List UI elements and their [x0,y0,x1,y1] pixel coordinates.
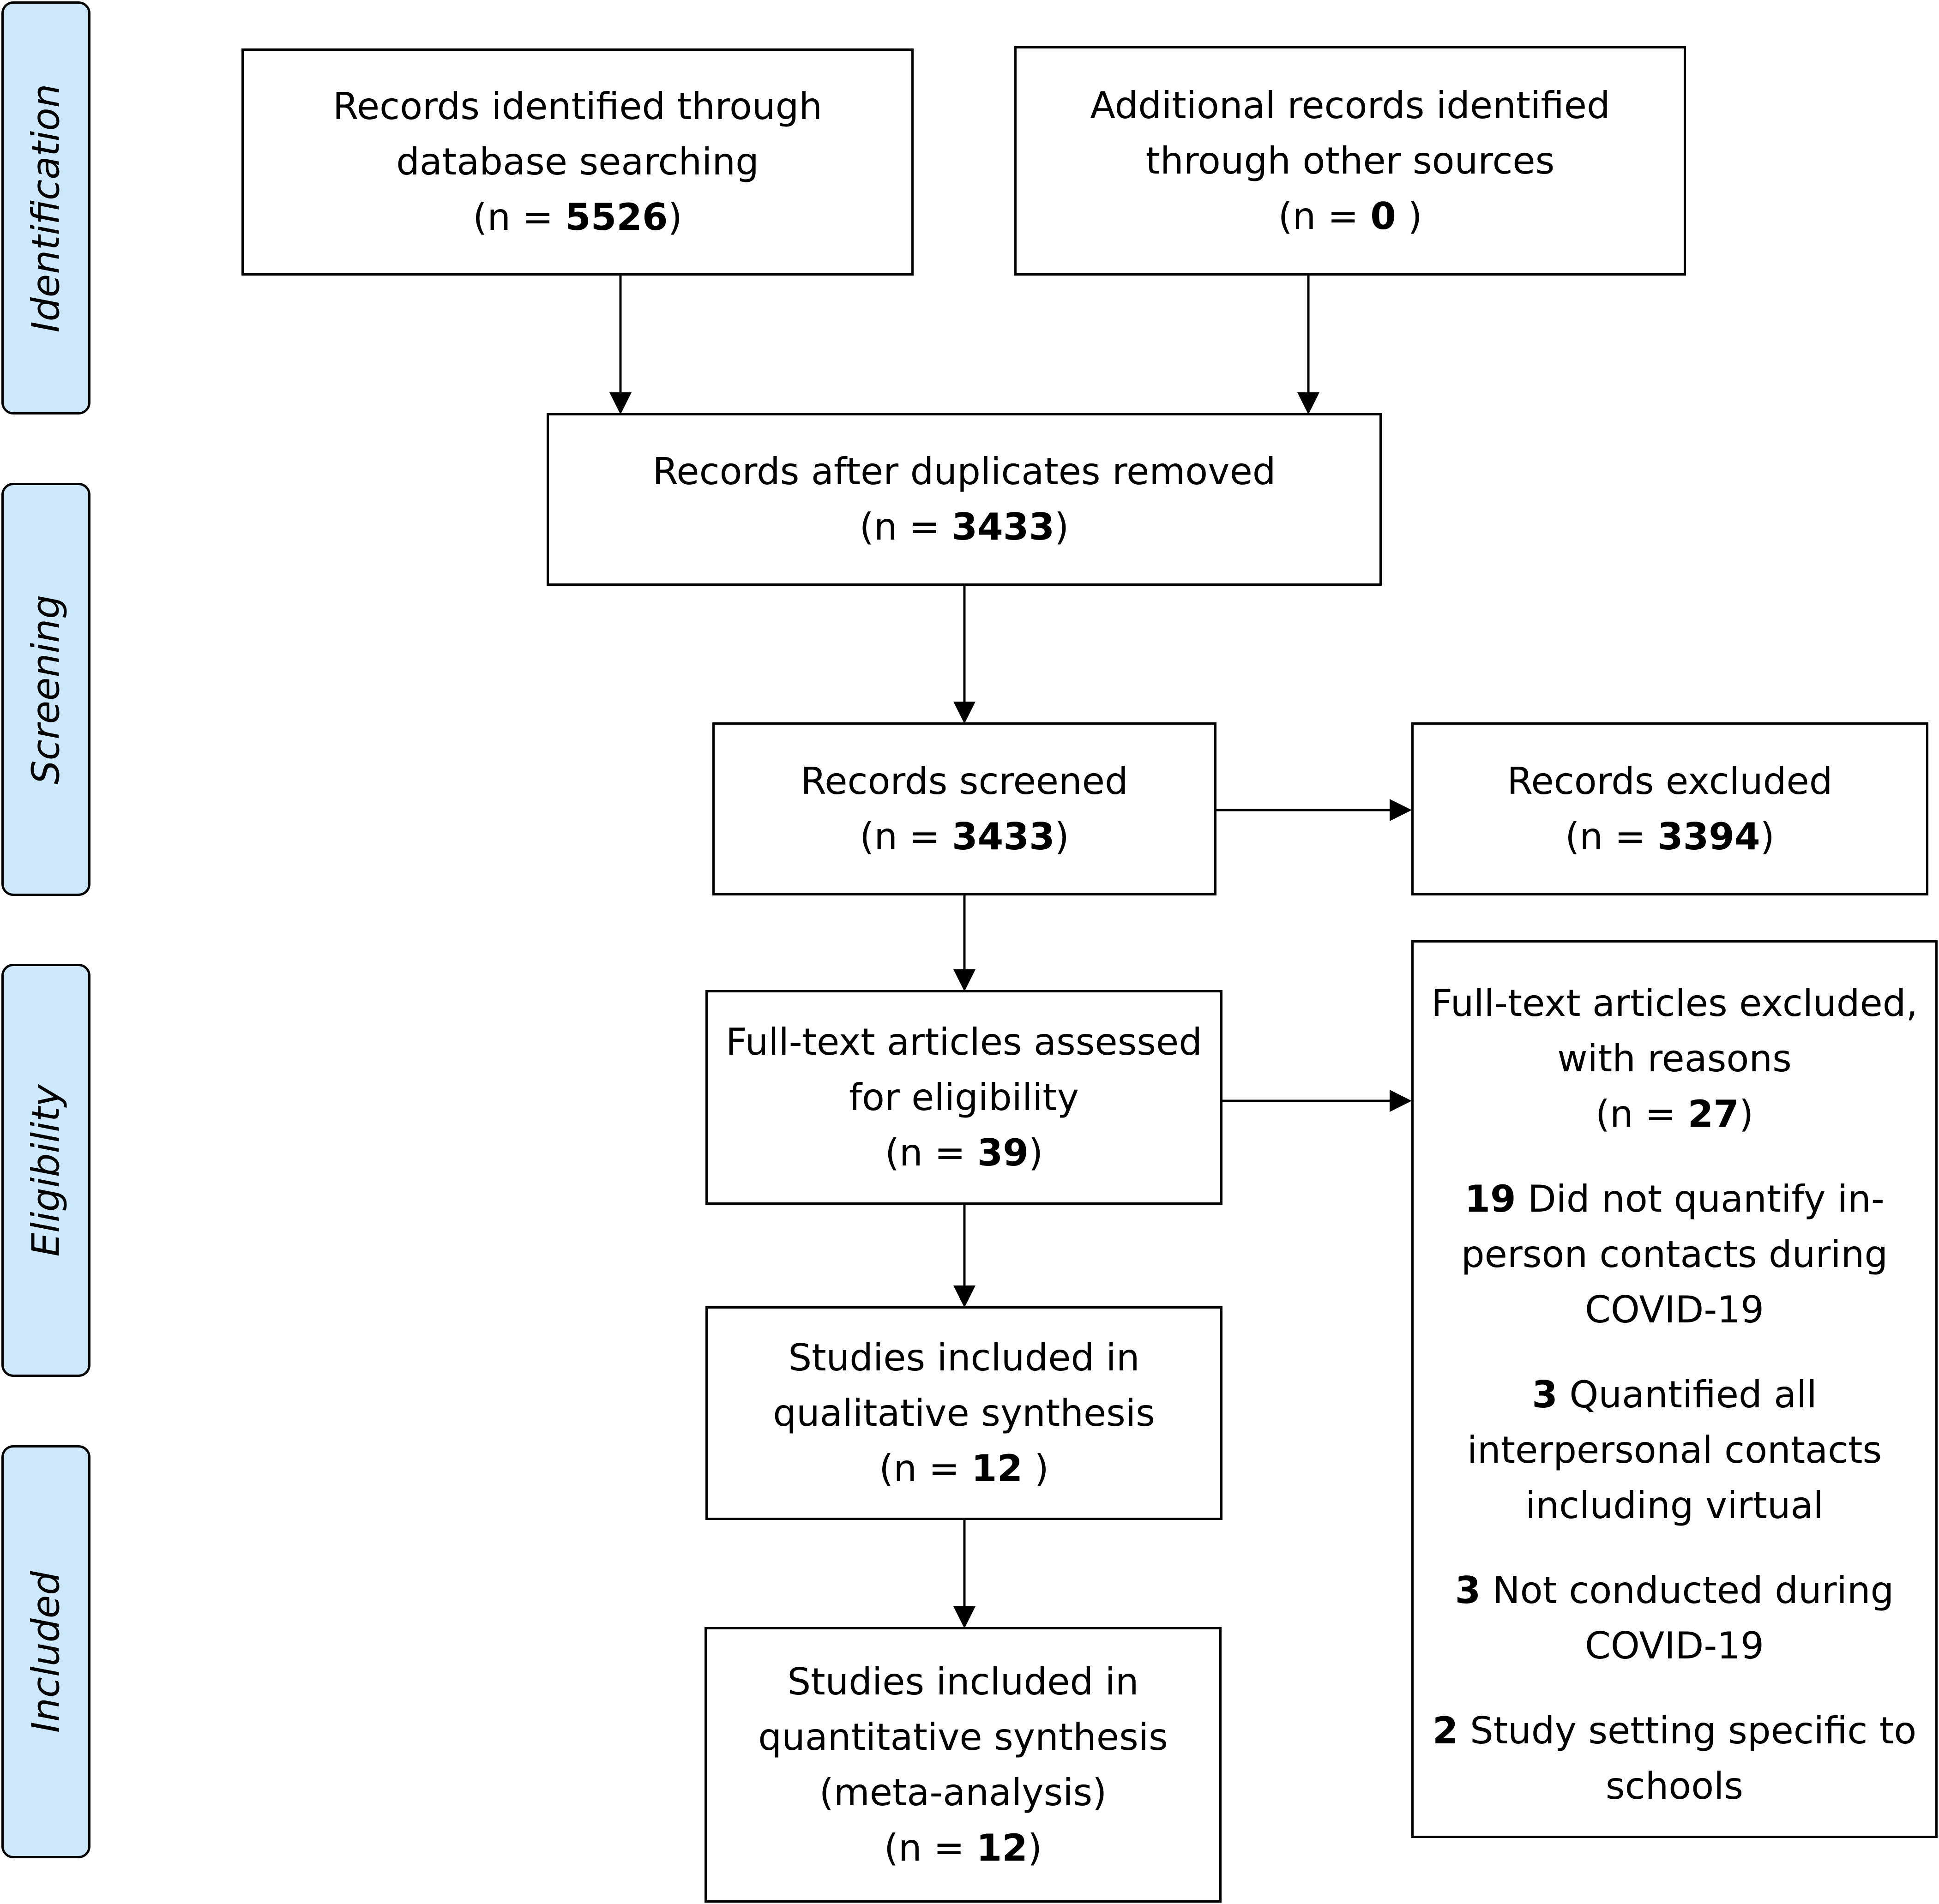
arrowhead-other [1297,392,1319,414]
count-quantitative: 12 [976,1826,1028,1869]
reason-count: 3 [1455,1569,1481,1612]
box-records-screened: Records screened (n = 3433) [712,722,1216,895]
arrowhead-screened [953,702,976,724]
arrowhead-fulltext-excluded [1390,1090,1412,1112]
box-quantitative-synthesis: Studies included in quantitative synthes… [705,1627,1222,1903]
exclusion-reason: 3 Not conducted during COVID-19 [1455,1569,1894,1667]
reason-count: 2 [1432,1709,1458,1752]
count-db-search: 5526 [565,196,668,239]
count-qualitative: 12 [971,1447,1023,1490]
arrowhead-quantitative [953,1606,976,1628]
phase-eligibility: Eligibility [1,964,90,1377]
box-records-after-duplicates: Records after duplicates removed (n = 34… [547,413,1382,586]
phase-identification: Identification [1,1,90,414]
box-fulltext-assessed: Full-text articles assessed for eligibil… [705,990,1222,1205]
count-screened: 3433 [951,815,1055,858]
reason-count: 3 [1532,1373,1558,1416]
exclusion-reason: 3 Quantified all interpersonal contacts … [1467,1373,1882,1527]
arrowhead-fulltext [953,969,976,991]
count-other-sources: 0 [1370,194,1396,238]
arrowhead-qualitative [953,1285,976,1308]
phase-eligibility-label: Eligibility [24,1084,68,1257]
box-records-excluded: Records excluded (n = 3394) [1411,722,1928,895]
phase-included-label: Included [24,1571,68,1733]
box-records-identified-database: Records identified through database sear… [241,48,914,276]
count-excluded: 3394 [1657,815,1760,858]
phase-screening: Screening [1,483,90,896]
phase-identification-label: Identification [24,84,68,332]
box-qualitative-synthesis: Studies included in qualitative synthesi… [705,1306,1222,1520]
arrowhead-excluded [1390,799,1412,821]
exclusion-reason: 2 Study setting specific to schools [1432,1709,1917,1808]
box-fulltext-excluded: Full-text articles excluded, with reason… [1411,940,1938,1838]
count-fulltext-excluded: 27 [1687,1093,1739,1135]
count-after-duplicates: 3433 [951,505,1055,548]
arrowhead-db [609,392,632,414]
reason-count: 19 [1464,1177,1516,1220]
phase-included: Included [1,1445,90,1858]
phase-screening-label: Screening [24,595,68,784]
count-fulltext: 39 [977,1131,1029,1174]
exclusion-reason: 19 Did not quantify in- person contacts … [1461,1177,1888,1331]
box-additional-records: Additional records identified through ot… [1014,46,1686,276]
